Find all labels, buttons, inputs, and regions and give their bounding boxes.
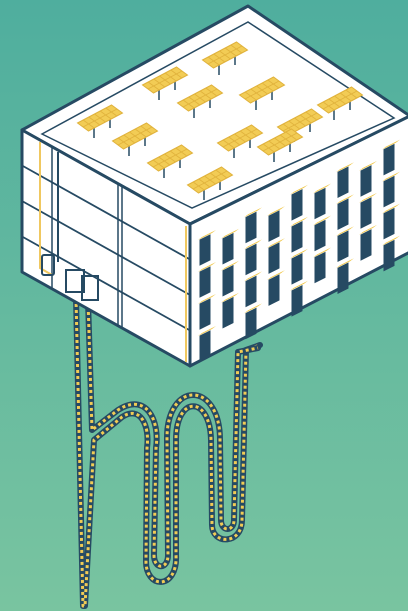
building-illustration [0, 0, 408, 611]
